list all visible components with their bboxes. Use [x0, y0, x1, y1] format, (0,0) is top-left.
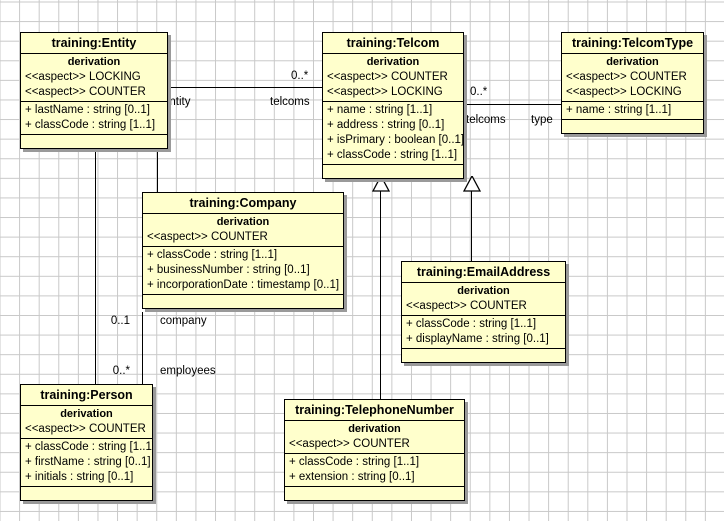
attribute-person-1: + firstName : string [0..1] [25, 456, 151, 468]
stereotype-entity-1: <<aspect>> COUNTER [25, 86, 146, 98]
attribute-company-0: + classCode : string [1..1] [147, 249, 278, 261]
class-name-company: training:Company [143, 193, 343, 214]
operation-block-telephonenumber [285, 487, 464, 500]
attribute-company-1: + businessNumber : string [0..1] [147, 264, 310, 276]
association-line-company-person[interactable] [142, 312, 144, 390]
label-employees-role: employees [160, 365, 216, 377]
attribute-block-entity: + lastName : string [0..1] + classCode :… [21, 102, 167, 135]
stereotype-emailaddress-0: <<aspect>> COUNTER [406, 300, 527, 312]
attribute-telephonenumber-0: + classCode : string [1..1] [289, 456, 420, 468]
class-name-person: training:Person [21, 385, 152, 406]
derivation-label-telephonenumber: derivation [348, 423, 401, 435]
attribute-block-company: + classCode : string [1..1] + businessNu… [143, 247, 343, 295]
derivation-label-telcomtype: derivation [606, 56, 659, 68]
stereotype-telcomtype-1: <<aspect>> LOCKING [566, 86, 682, 98]
derivation-label-company: derivation [216, 216, 270, 228]
attribute-telcom-2: + isPrimary : boolean [0..1] [327, 134, 464, 146]
stereotype-block-emailaddress: derivation <<aspect>> COUNTER [402, 283, 565, 316]
class-name-emailaddress: training:EmailAddress [402, 262, 565, 283]
stereotype-block-person: derivation <<aspect>> COUNTER [21, 406, 152, 439]
association-line-entity-telcom[interactable] [168, 87, 324, 89]
stereotype-block-telcom: derivation <<aspect>> COUNTER <<aspect>>… [323, 54, 463, 102]
derivation-label-person: derivation [60, 408, 113, 420]
class-box-telcomtype[interactable]: training:TelcomType derivation <<aspect>… [561, 32, 704, 134]
operation-block-company [143, 295, 343, 308]
generalization-line-person-entity[interactable] [95, 150, 97, 390]
operation-block-entity [21, 135, 167, 148]
attribute-entity-0: + lastName : string [0..1] [25, 104, 150, 116]
generalization-arrow-telephonenumber-telcom [372, 176, 390, 192]
label-telcoms-role-left: telcoms [270, 96, 310, 108]
attribute-person-2: + initials : string [0..1] [25, 471, 134, 483]
attribute-emailaddress-1: + displayName : string [0..1] [406, 333, 549, 345]
attribute-telcom-0: + name : string [1..1] [327, 104, 433, 116]
class-name-telcomtype: training:TelcomType [562, 33, 703, 54]
attribute-block-telephonenumber: + classCode : string [1..1] + extension … [285, 454, 464, 487]
class-box-entity[interactable]: training:Entity derivation <<aspect>> LO… [20, 32, 168, 149]
generalization-line-emailaddress-telcom[interactable] [471, 190, 473, 264]
class-name-telephonenumber: training:TelephoneNumber [285, 400, 464, 421]
stereotype-entity-0: <<aspect>> LOCKING [25, 71, 141, 83]
stereotype-person-0: <<aspect>> COUNTER [25, 423, 146, 435]
class-box-company[interactable]: training:Company derivation <<aspect>> C… [142, 192, 344, 309]
attribute-telephonenumber-1: + extension : string [0..1] [289, 471, 415, 483]
stereotype-telephonenumber-0: <<aspect>> COUNTER [289, 438, 410, 450]
attribute-telcom-3: + classCode : string [1..1] [327, 149, 458, 161]
class-name-entity: training:Entity [21, 33, 167, 54]
stereotype-telcom-1: <<aspect>> LOCKING [327, 86, 443, 98]
label-telcoms-multiplicity-left: 0..* [291, 70, 309, 82]
class-box-emailaddress[interactable]: training:EmailAddress derivation <<aspec… [401, 261, 566, 363]
label-company-role: company [160, 315, 207, 327]
stereotype-block-entity: derivation <<aspect>> LOCKING <<aspect>>… [21, 54, 167, 102]
derivation-label-telcom: derivation [366, 56, 420, 68]
label-company-multiplicity: 0..1 [110, 315, 130, 327]
generalization-line-company-entity[interactable] [157, 150, 159, 195]
class-box-telcom[interactable]: training:Telcom derivation <<aspect>> CO… [322, 32, 464, 179]
attribute-block-person: + classCode : string [1..1] + firstName … [21, 439, 152, 487]
derivation-label-entity: derivation [67, 56, 121, 68]
attribute-telcomtype-0: + name : string [1..1] [566, 104, 672, 116]
label-employees-multiplicity: 0..* [112, 365, 130, 377]
label-type-role: type [531, 114, 553, 126]
stereotype-company-0: <<aspect>> COUNTER [147, 231, 268, 243]
stereotype-block-telephonenumber: derivation <<aspect>> COUNTER [285, 421, 464, 454]
attribute-company-2: + incorporationDate : timestamp [0..1] [147, 279, 340, 291]
stereotype-telcom-0: <<aspect>> COUNTER [327, 71, 448, 83]
attribute-block-telcomtype: + name : string [1..1] [562, 102, 703, 120]
attribute-person-0: + classCode : string [1..1] [25, 441, 153, 453]
class-box-person[interactable]: training:Person derivation <<aspect>> CO… [20, 384, 153, 501]
label-entity-role: entity [163, 96, 191, 108]
stereotype-telcomtype-0: <<aspect>> COUNTER [566, 71, 687, 83]
stereotype-block-company: derivation <<aspect>> COUNTER [143, 214, 343, 247]
attribute-block-telcom: + name : string [1..1] + address : strin… [323, 102, 463, 165]
label-telcomtype-multiplicity: 0..* [470, 86, 488, 98]
operation-block-telcom [323, 165, 463, 178]
label-telcoms-role-right: telcoms [466, 114, 506, 126]
attribute-telcom-1: + address : string [0..1] [327, 119, 445, 131]
association-line-telcom-telcomtype[interactable] [463, 104, 570, 106]
class-name-telcom: training:Telcom [323, 33, 463, 54]
operation-block-emailaddress [402, 349, 565, 362]
attribute-emailaddress-0: + classCode : string [1..1] [406, 318, 537, 330]
class-box-telephonenumber[interactable]: training:TelephoneNumber derivation <<as… [284, 399, 465, 501]
operation-block-telcomtype [562, 120, 703, 133]
attribute-entity-1: + classCode : string [1..1] [25, 119, 156, 131]
derivation-label-emailaddress: derivation [457, 285, 510, 297]
generalization-line-telephonenumber-telcom[interactable] [380, 190, 382, 402]
generalization-arrow-emailaddress-telcom [463, 176, 481, 192]
stereotype-block-telcomtype: derivation <<aspect>> COUNTER <<aspect>>… [562, 54, 703, 102]
attribute-block-emailaddress: + classCode : string [1..1] + displayNam… [402, 316, 565, 349]
operation-block-person [21, 487, 152, 500]
